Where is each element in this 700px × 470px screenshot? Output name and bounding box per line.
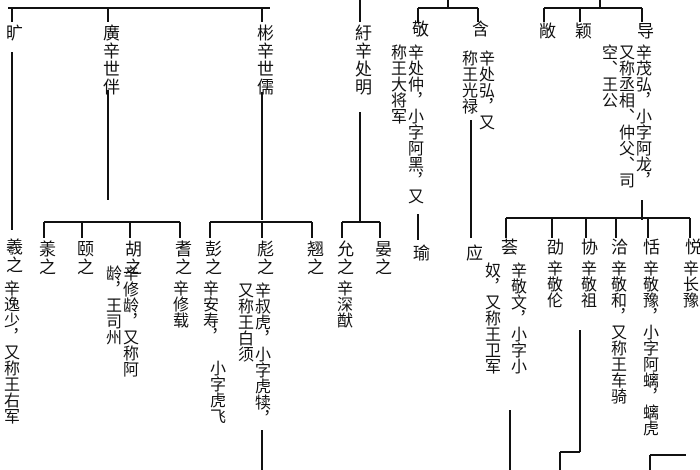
node-xian: 羲之 xyxy=(2,238,22,274)
node-qi-note: 辛修载 xyxy=(170,280,189,328)
node-yun-note: 辛深猷 xyxy=(334,280,353,328)
node-bin-shi-ru: 彬辛世儒 xyxy=(253,24,273,96)
node-qia-note: 辛敬和，又称王车骑 xyxy=(608,260,627,404)
node-chang: 敞 xyxy=(535,22,555,40)
node-xie-note: 辛敬祖 xyxy=(578,260,597,308)
node-yan: 晏之 xyxy=(371,240,391,276)
node-qi: 耆之 xyxy=(171,240,191,276)
node-xie: 协 xyxy=(577,238,597,256)
node-jing-note: 辛处仲，小字阿黑，又称王大将军 xyxy=(388,44,424,204)
node-yi2: 颐之 xyxy=(73,240,93,276)
node-jing: 敬 xyxy=(408,20,428,38)
node-peng: 彭之 xyxy=(201,240,221,276)
node-yue-note: 辛长豫 xyxy=(680,260,699,308)
node-biao-note2: 小字虎飞 xyxy=(207,360,226,424)
node-qian-note1: 辛敬文，小字小 xyxy=(508,262,527,374)
node-yi: 羕之 xyxy=(35,240,55,276)
node-kuang: 旷 xyxy=(2,24,22,42)
node-qian-note2: 奴，又称王卫军 xyxy=(482,262,501,374)
node-qian: 荟 xyxy=(497,238,517,256)
node-yue: 悦 xyxy=(681,238,700,256)
node-biao-note: 辛叔虎，小字虎犊，又称王白须 xyxy=(235,282,271,426)
node-shu: 紆辛处明 xyxy=(351,24,371,96)
node-shao-note: 辛敬伦 xyxy=(544,260,563,308)
node-tian-note: 辛敬豫，小字阿螭，螭虎 xyxy=(640,260,659,436)
node-han: 含 xyxy=(468,20,488,38)
node-peng-note: 辛安寿， xyxy=(200,280,219,344)
node-hu-note: 辛修龄，又称阿龄，王司州 xyxy=(103,265,139,377)
node-kuang-shi-jie: 廣辛世伴 xyxy=(99,24,119,96)
node-xing: 翘之 xyxy=(303,240,323,276)
node-ying: 应 xyxy=(462,244,482,262)
node-han-note: 辛处弘，又称王光禄 xyxy=(459,50,495,130)
node-xian-note: 辛逸少，又称王右军 xyxy=(1,280,20,424)
node-shao: 劭 xyxy=(543,238,563,256)
node-tian: 恬 xyxy=(639,238,659,256)
node-dao-note: 辛茂弘，小字阿龙，又称丞相、仲父、司空、王公 xyxy=(599,44,652,188)
node-yun: 允之 xyxy=(333,240,353,276)
node-ying-top: 颖 xyxy=(571,22,591,40)
node-hu: 胡之 xyxy=(121,240,141,276)
node-biao: 彪之 xyxy=(253,240,273,276)
node-qia: 洽 xyxy=(607,238,627,256)
node-yu: 瑜 xyxy=(409,244,429,262)
node-dao: 导 xyxy=(633,22,653,40)
